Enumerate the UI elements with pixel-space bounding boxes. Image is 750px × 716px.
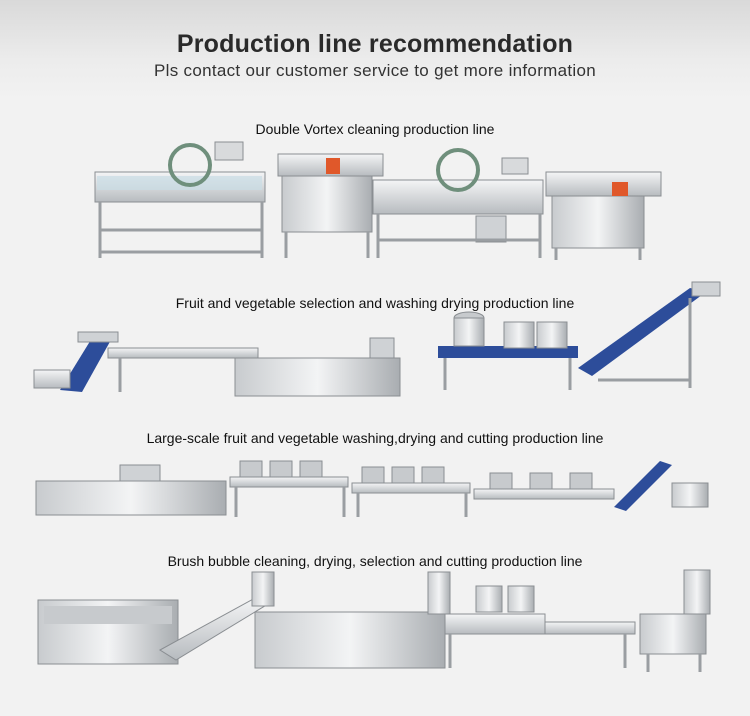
incline-conveyor: [159, 571, 275, 661]
dryer-series-2: [351, 466, 471, 517]
vortex-washer-1: [94, 141, 266, 258]
lifting-conveyor-left: [33, 331, 119, 392]
page-subtitle: Pls contact our customer service to get …: [154, 61, 596, 80]
washing-tank: [35, 464, 227, 516]
drying-machine: [438, 311, 578, 390]
brush-washer: [37, 599, 179, 665]
section-label-brush-bubble: Brush bubble cleaning, drying, selection…: [167, 553, 583, 569]
header-banner: [0, 0, 750, 100]
washing-machine: [234, 337, 401, 397]
bubble-washer-2: [545, 171, 662, 260]
page-title: Production line recommendation: [176, 30, 574, 58]
cutting-machine: [639, 569, 711, 672]
washing-drying-cutting-line-illustration: [35, 460, 709, 517]
brush-bubble-line-illustration: [37, 569, 711, 672]
dryer-series-3: [473, 472, 615, 500]
section-label-double-vortex: Double Vortex cleaning production line: [255, 121, 495, 137]
vortex-washer-2: [372, 148, 544, 258]
conveyor-and-cutter: [614, 461, 709, 511]
section-label-selection-washing-drying: Fruit and vegetable selection and washin…: [175, 295, 575, 311]
double-vortex-line-illustration: [94, 141, 662, 260]
section-label-washing-drying-cutting: Large-scale fruit and vegetable washing,…: [146, 430, 604, 446]
lifting-conveyor-right: [578, 281, 721, 388]
bubble-washer: [254, 571, 451, 669]
selection-washing-drying-line-illustration: [33, 281, 721, 397]
dryer-and-selection: [444, 585, 636, 668]
dryer-series-1: [229, 460, 349, 517]
bubble-washer-1: [277, 153, 384, 258]
